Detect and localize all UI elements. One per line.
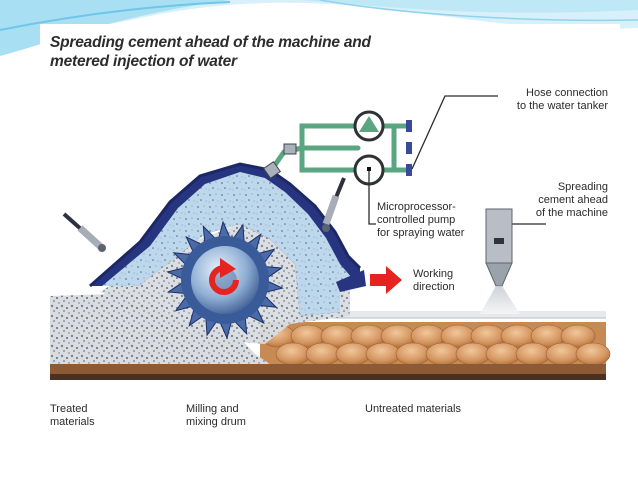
rock	[455, 342, 491, 366]
rock	[485, 342, 521, 366]
label-pump: Microprocessor- controlled pump for spra…	[377, 201, 465, 239]
rock	[545, 342, 581, 366]
untreated-ground	[50, 322, 611, 380]
label-working-direction: Working direction	[413, 268, 455, 293]
rock	[425, 342, 461, 366]
label-untreated-materials: Untreated materials	[365, 403, 461, 415]
water-pipes	[267, 123, 411, 175]
treated-materials	[50, 294, 270, 364]
rock	[275, 342, 311, 366]
rock	[395, 342, 431, 366]
label-milling-drum: Milling and mixing drum	[186, 403, 246, 428]
rock	[515, 342, 551, 366]
label-hose-connection: Hose connection to the water tanker	[516, 87, 608, 112]
label-spreading-cement: Spreading cement ahead of the machine	[535, 181, 608, 219]
rock	[305, 342, 341, 366]
rock	[335, 342, 371, 366]
diagram-title-line-2: metered injection of water	[50, 53, 237, 70]
rock	[560, 324, 596, 348]
cement-layer	[290, 311, 606, 318]
machine-diagram	[50, 95, 611, 380]
label-treated-materials: Treated materials	[50, 403, 95, 428]
rotation-arrow-icon	[209, 258, 239, 295]
rock	[575, 342, 611, 366]
left-hydraulic-arm	[62, 212, 106, 252]
spray-nozzle-icon	[480, 208, 520, 314]
direction-arrow-icon	[370, 266, 402, 294]
rock	[365, 342, 401, 366]
diagram-title-line-1: Spreading cement ahead of the machine an…	[50, 34, 371, 51]
right-hydraulic-arm	[322, 177, 346, 232]
milling-drum	[166, 220, 284, 340]
figure: Spreading cement ahead of the machine an…	[40, 24, 620, 444]
